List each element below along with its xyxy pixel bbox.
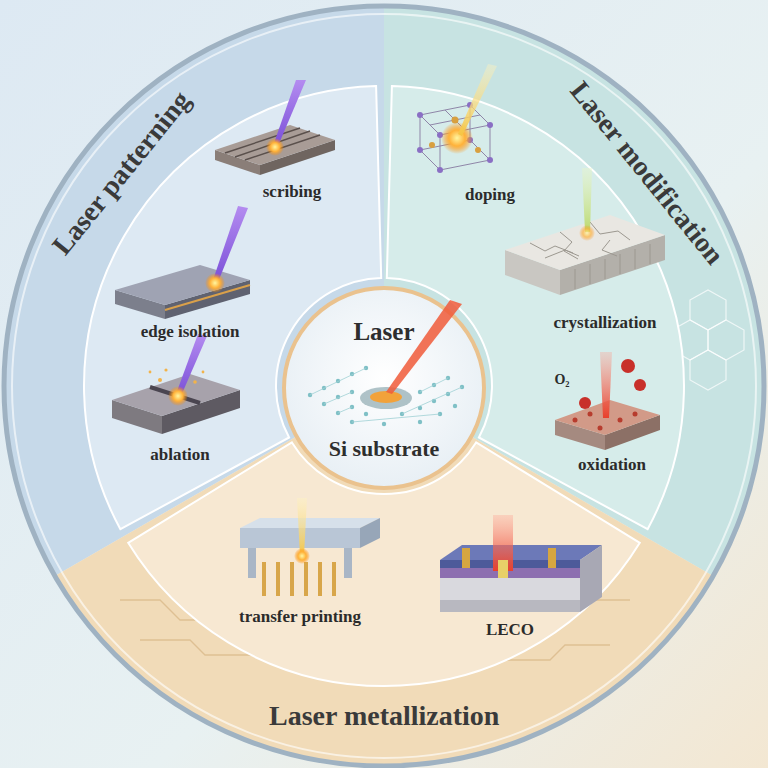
item-label: LECO	[486, 620, 534, 640]
item-label: scribing	[263, 182, 322, 202]
item-label: ablation	[150, 445, 210, 465]
item-label: transfer printing	[239, 607, 361, 627]
sector-title-band: Laser metallization	[269, 700, 499, 732]
item-label: oxidation	[578, 455, 646, 475]
item-label: O₂	[554, 372, 569, 388]
item-label: edge isolation	[141, 322, 240, 342]
center-circle: Laser Si substrate	[284, 288, 484, 488]
sector-title: Laser metallization	[269, 700, 499, 732]
item-label: crystallization	[554, 313, 657, 333]
center-heading: Laser	[284, 318, 484, 346]
item-label: doping	[465, 185, 515, 205]
center-subheading: Si substrate	[284, 436, 484, 462]
